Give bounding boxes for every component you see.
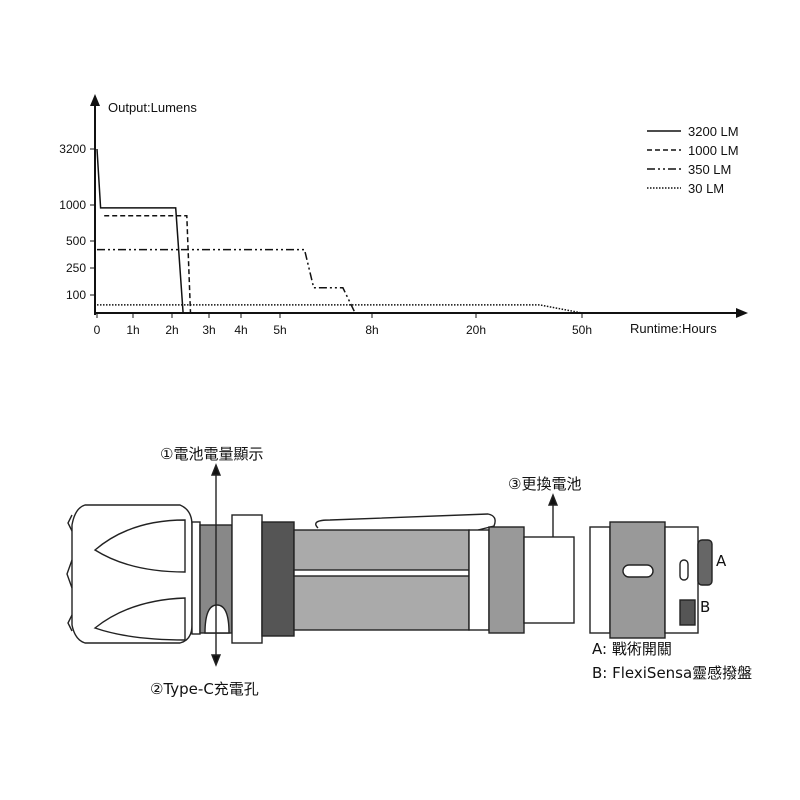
battery bbox=[523, 536, 575, 624]
flashlight-head bbox=[66, 504, 201, 644]
type-c-port-label: ②Type-C充電孔 bbox=[150, 680, 259, 698]
tail-cap bbox=[589, 521, 713, 639]
replace-battery-label: ③更換電池 bbox=[508, 475, 582, 493]
x-tick-label: 2h bbox=[165, 323, 178, 337]
series-line-30lm bbox=[97, 304, 583, 314]
x-tick-label: 20h bbox=[466, 323, 486, 337]
x-axis-label: Runtime:Hours bbox=[630, 321, 717, 336]
legend-a: A: 戰術開關 bbox=[592, 640, 672, 658]
y-tick-label: 250 bbox=[66, 261, 86, 275]
tactical-switch bbox=[697, 539, 713, 586]
x-tick-label: 3h bbox=[202, 323, 215, 337]
x-tick-label: 50h bbox=[572, 323, 592, 337]
flashlight-body bbox=[293, 529, 470, 631]
legend-label: 3200 LM bbox=[688, 124, 739, 139]
flashlight-illustration bbox=[66, 463, 713, 667]
y-tick-label: 1000 bbox=[59, 198, 86, 212]
y-tick-label: 3200 bbox=[59, 142, 86, 156]
x-tick-label: 1h bbox=[126, 323, 139, 337]
legend-b: B: FlexiSensa靈感撥盤 bbox=[592, 664, 753, 682]
x-tick-label: 0 bbox=[94, 323, 101, 337]
marker-b: B bbox=[700, 598, 711, 616]
legend-label: 350 LM bbox=[688, 162, 731, 177]
marker-a: A bbox=[716, 552, 727, 570]
legend-label: 1000 LM bbox=[688, 143, 739, 158]
y-axis-label: Output:Lumens bbox=[108, 100, 197, 115]
x-axis-arrow bbox=[736, 308, 748, 318]
type-c-port bbox=[204, 604, 230, 634]
series-line-3200lm bbox=[96, 148, 184, 314]
x-tick-label: 8h bbox=[365, 323, 378, 337]
flexisensa-dial bbox=[679, 599, 696, 626]
legend-label: 30 LM bbox=[688, 181, 724, 196]
x-tick-label: 4h bbox=[234, 323, 247, 337]
y-tick-label: 500 bbox=[66, 234, 86, 248]
x-tick-label: 5h bbox=[273, 323, 286, 337]
y-axis-arrow bbox=[90, 94, 100, 106]
y-tick-label: 100 bbox=[66, 288, 86, 302]
series-line-350lm bbox=[97, 248, 356, 314]
battery-indicator-label: ①電池電量顯示 bbox=[160, 445, 264, 463]
series-line-1000lm bbox=[104, 215, 192, 314]
